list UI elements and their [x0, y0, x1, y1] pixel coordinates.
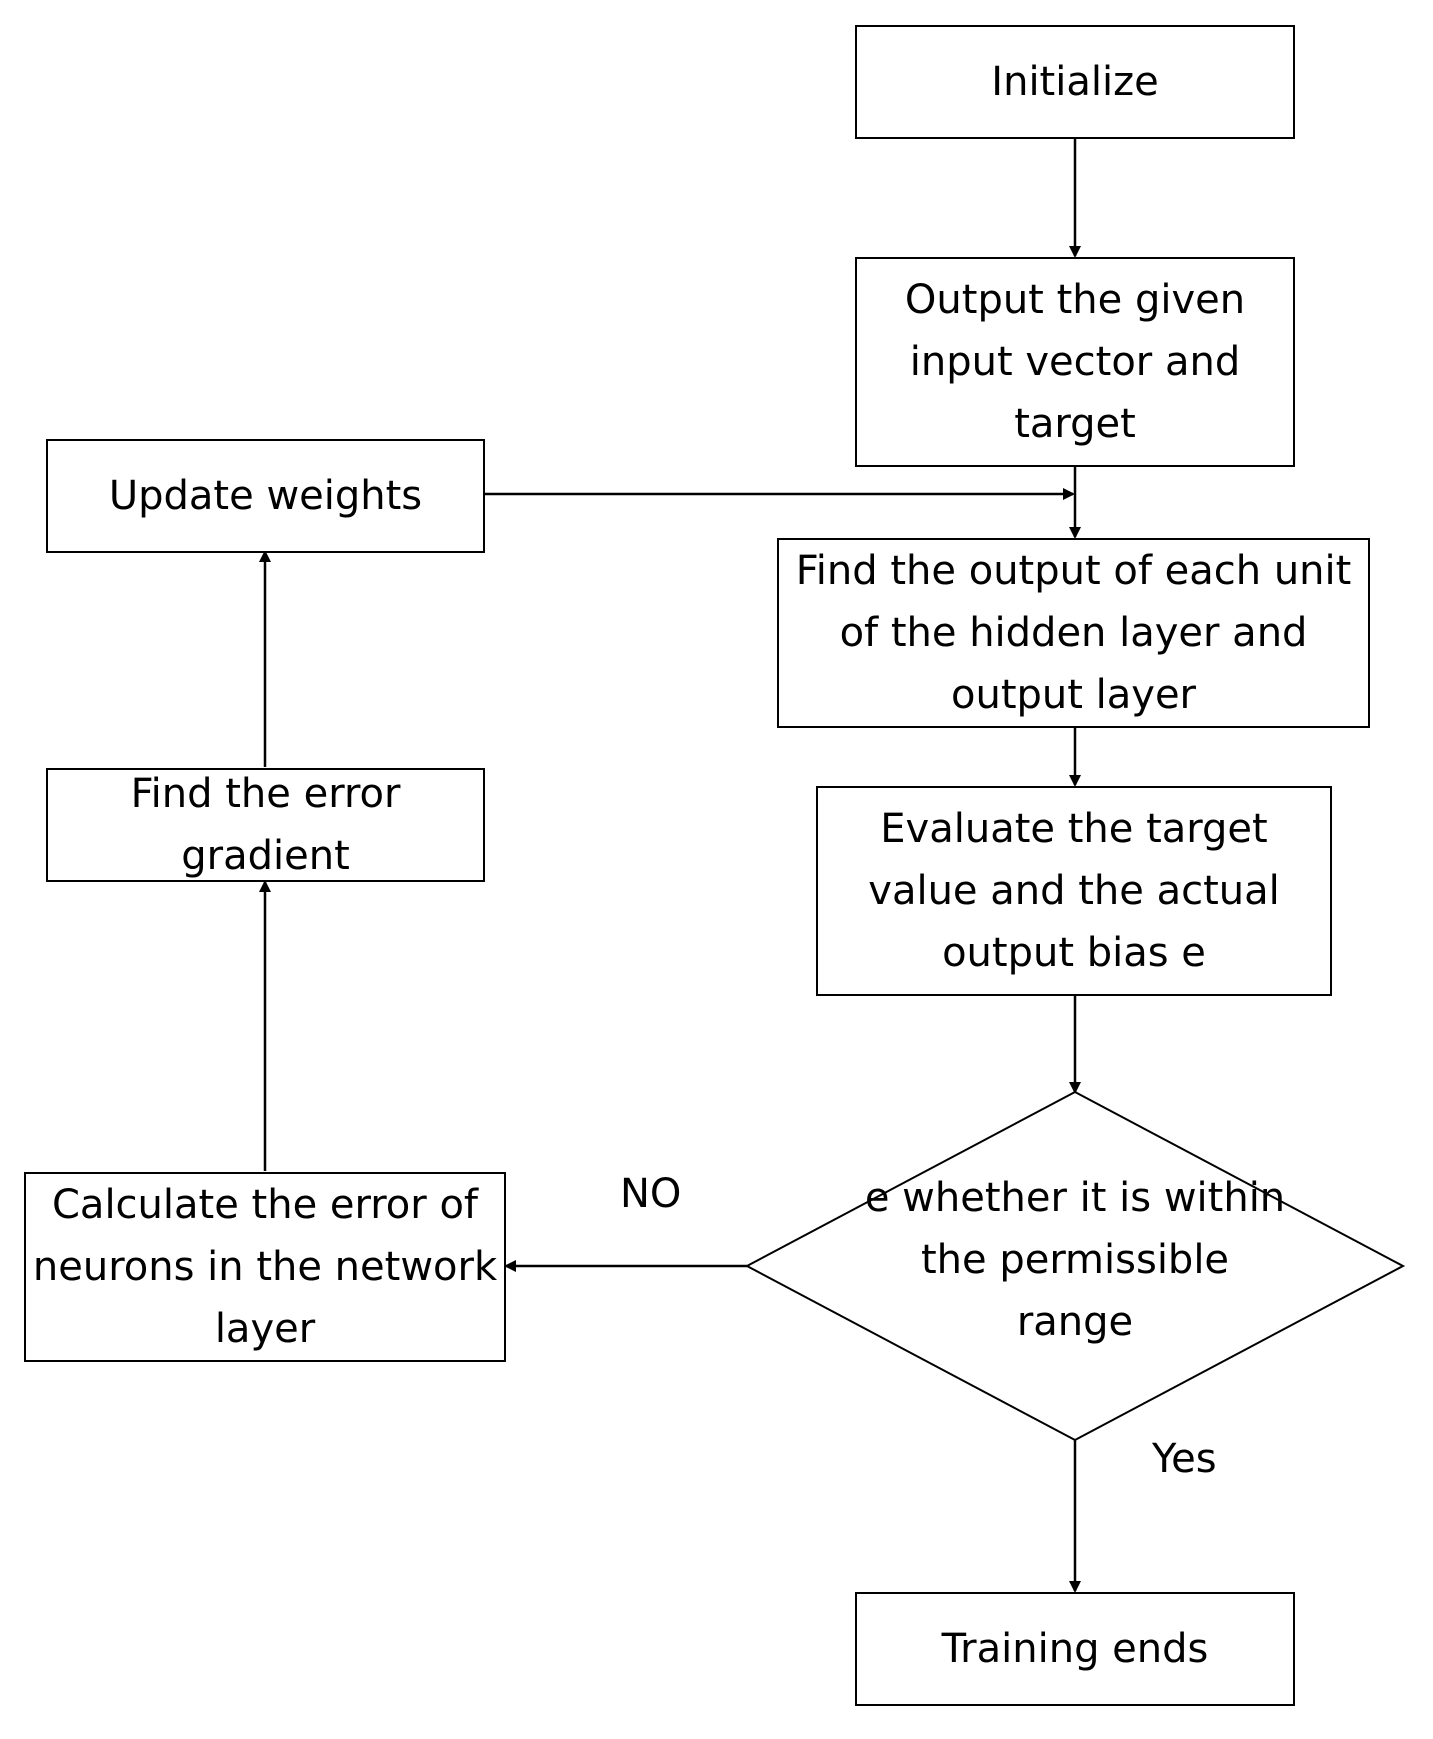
decision-diamond: [744, 1090, 1406, 1442]
find-gradient-text: Find the error gradient: [130, 771, 401, 879]
initialize-box: Initialize: [855, 25, 1295, 139]
evaluate-text: Evaluate the target value and the actual…: [868, 806, 1280, 976]
calculate-error-box: Calculate the error of neurons in the ne…: [24, 1172, 506, 1362]
output-input-box: Output the given input vector and target: [855, 257, 1295, 467]
initialize-text: Initialize: [991, 59, 1159, 105]
training-ends-box: Training ends: [855, 1592, 1295, 1706]
find-gradient-box: Find the error gradient: [46, 768, 485, 882]
training-ends-text: Training ends: [941, 1626, 1209, 1672]
output-input-text: Output the given input vector and target: [904, 277, 1246, 447]
calculate-error-text: Calculate the error of neurons in the ne…: [32, 1182, 498, 1352]
yes-label: Yes: [1152, 1436, 1217, 1482]
update-weights-text: Update weights: [108, 473, 423, 519]
decision-label: e whether it is within the permissible r…: [864, 1175, 1286, 1345]
update-weights-box: Update weights: [46, 439, 485, 553]
find-output-box: Find the output of each unit of the hidd…: [777, 538, 1370, 728]
find-output-text: Find the output of each unit of the hidd…: [795, 548, 1352, 718]
evaluate-box: Evaluate the target value and the actual…: [816, 786, 1332, 996]
decision-text: e whether it is within the permissible r…: [860, 1160, 1290, 1360]
no-label: NO: [620, 1171, 682, 1217]
